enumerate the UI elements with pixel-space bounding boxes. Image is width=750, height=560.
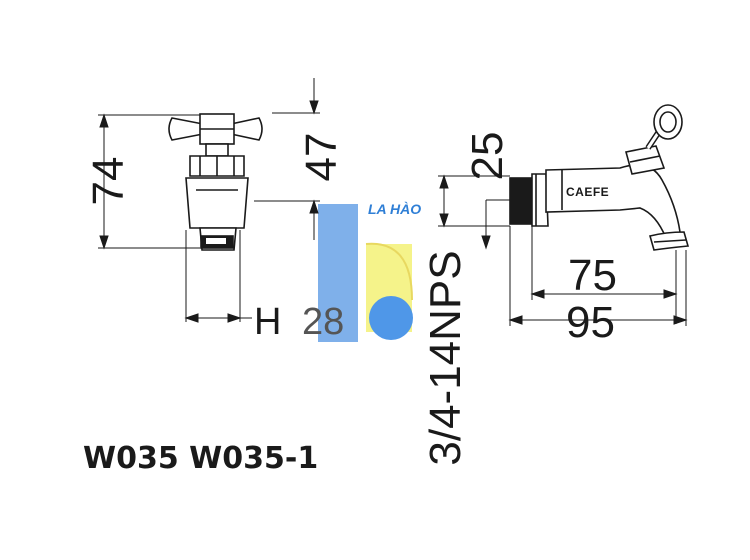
dimension-47: 47 <box>297 133 346 182</box>
dimension-25: 25 <box>463 132 512 181</box>
dimension-h-label: H <box>254 301 281 343</box>
dimension-75: 75 <box>568 251 617 300</box>
dimension-h-value: 28 <box>302 301 344 343</box>
watermark-circle <box>369 296 413 340</box>
dimension-lines-front <box>98 78 320 323</box>
watermark-text: LA HÀO <box>368 201 421 217</box>
dimension-thread: 3/4-14NPS <box>421 250 470 465</box>
dimension-74: 74 <box>84 157 133 206</box>
front-view-faucet <box>168 113 263 251</box>
side-view-faucet <box>509 104 690 251</box>
dimension-lines-side <box>438 174 688 326</box>
watermark-blue-bar <box>318 204 358 342</box>
model-label: W035 W035-1 <box>83 441 318 476</box>
dimension-95: 95 <box>566 298 615 347</box>
brand-engraving: CAEFE <box>566 185 609 199</box>
watermark-logo: LA HÀO <box>318 201 421 342</box>
